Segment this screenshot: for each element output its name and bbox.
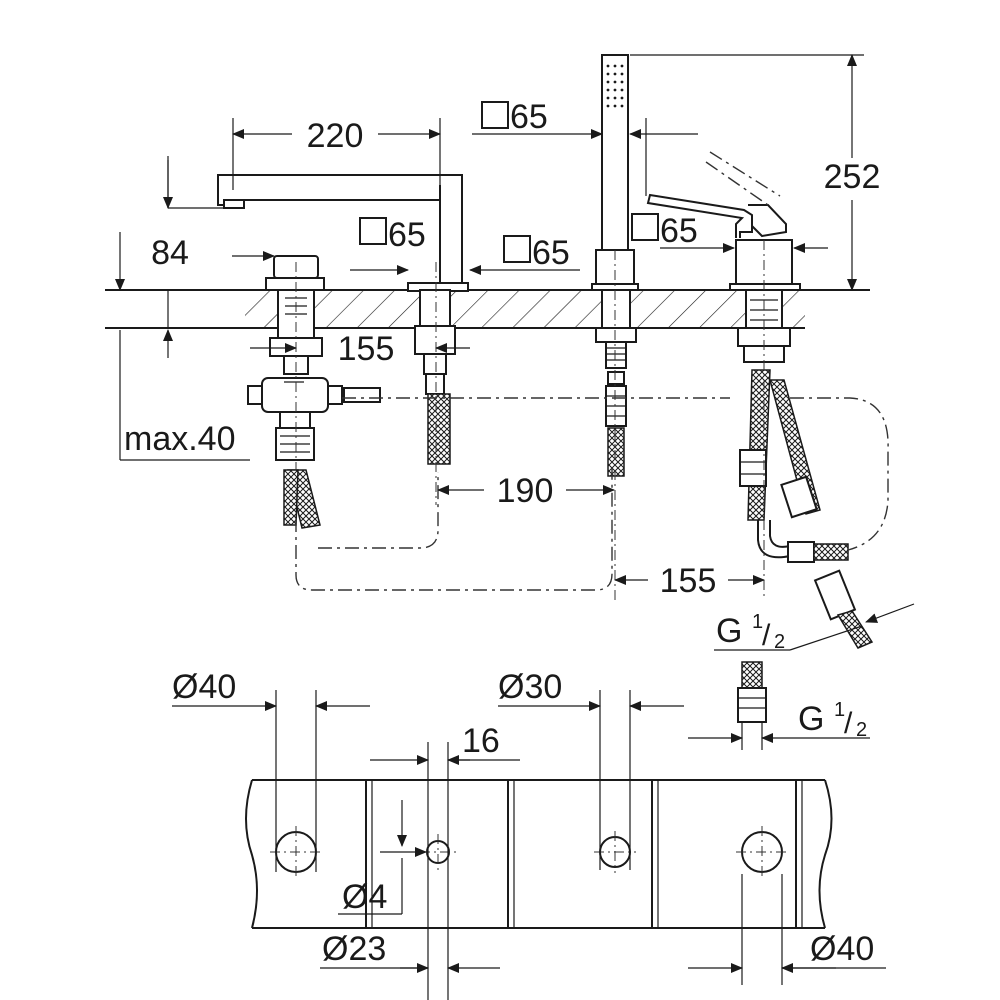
dim-square-spout: 65 [350, 216, 426, 275]
thread-g-upper: G [716, 612, 742, 650]
label-d23: Ø23 [322, 930, 386, 968]
label-d4: Ø4 [342, 878, 387, 916]
dim-spacing-left: 155 [250, 330, 470, 368]
label-square65-center: 65 [532, 234, 570, 272]
dim-hole-left: Ø40 [172, 668, 370, 872]
label-220: 220 [307, 117, 364, 155]
label-square65-spout: 65 [388, 216, 426, 254]
label-square65-lever: 65 [660, 212, 698, 250]
dim-spacing-middle: 190 [437, 472, 615, 510]
dim-base-height: 84 [115, 156, 275, 291]
thread-callout-upper: G 1 / 2 [714, 603, 915, 653]
label-square65-top: 65 [510, 98, 548, 136]
label-190: 190 [497, 472, 554, 510]
dim-deck-thickness: max.40 [105, 290, 250, 461]
label-252: 252 [824, 158, 881, 196]
dim-hole-body: Ø23 [320, 930, 500, 973]
thread-den-lower: 2 [856, 719, 867, 741]
hose-route-mid [318, 472, 439, 549]
label-16: 16 [462, 722, 500, 760]
dim-spacing-right: 155 [614, 562, 765, 600]
dim-gap-16: 16 [370, 722, 520, 1000]
label-d40-bottom: Ø40 [810, 930, 874, 968]
dim-square-center: 65 [469, 234, 580, 275]
spout-connector [414, 289, 456, 465]
dim-total-height: 252 [630, 54, 881, 291]
hole-left [270, 826, 322, 878]
dim-square-lever: 65 [631, 212, 828, 253]
hose-route-left [295, 468, 613, 591]
connector-g-half: G 1 / 2 [688, 661, 870, 750]
thread-num-upper: 1 [752, 611, 763, 633]
left-valve-head [265, 255, 325, 291]
dim-hole-center: Ø30 [498, 668, 684, 870]
svg-text:/: / [762, 619, 771, 652]
bath-spout [217, 174, 469, 292]
label-d40-top: Ø40 [172, 668, 236, 706]
dim-square-hand-shower: 65 [472, 98, 698, 196]
thread-num-lower: 1 [834, 699, 845, 721]
hole-plan-plate [245, 779, 833, 929]
thread-den-upper: 2 [774, 631, 785, 653]
dim-hole-small: Ø4 [338, 800, 427, 916]
label-d30: Ø30 [498, 668, 562, 706]
left-valve-body [247, 289, 381, 529]
dim-spout-reach: 220 [232, 117, 441, 190]
label-max40: max.40 [124, 420, 236, 458]
label-155-right: 155 [660, 562, 717, 600]
label-155-left: 155 [338, 330, 395, 368]
thread-g-lower: G [798, 700, 824, 738]
hand-shower [591, 54, 639, 477]
label-84: 84 [151, 234, 189, 272]
svg-text:/: / [844, 707, 853, 740]
hole-right [736, 826, 788, 878]
hose-route-right [342, 397, 889, 551]
dim-hole-right: Ø40 [688, 874, 886, 985]
